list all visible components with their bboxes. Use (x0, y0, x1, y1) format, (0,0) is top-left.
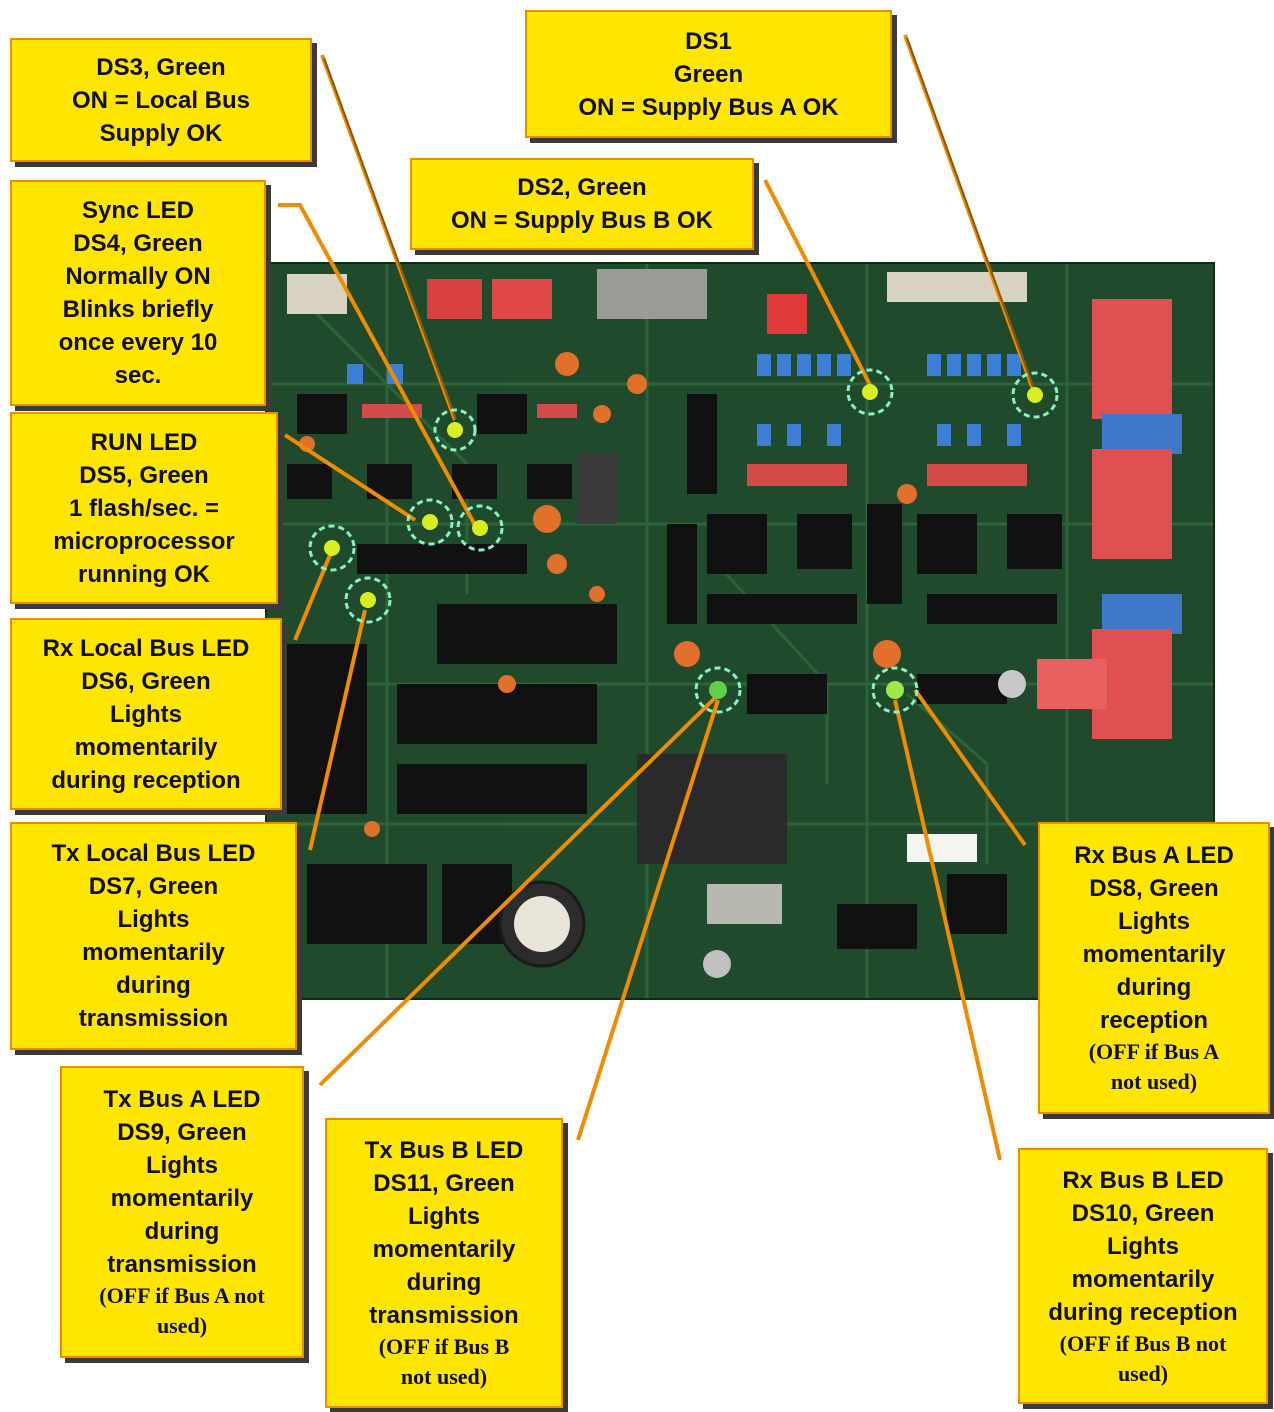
callout-line: Lights (110, 698, 182, 731)
callout-line: Lights (408, 1200, 480, 1233)
callout-line: momentarily (111, 1182, 254, 1215)
callout-line: ON = Supply Bus B OK (451, 204, 713, 237)
callout-note-line: used) (1118, 1359, 1168, 1389)
callout-note-line: (OFF if Bus B (379, 1332, 510, 1362)
callout-line: reception (1100, 1004, 1208, 1037)
callout-line: during (407, 1266, 482, 1299)
callout-line: Rx Bus A LED (1074, 839, 1234, 872)
callout-line: Normally ON (65, 260, 210, 293)
callout-line: Lights (118, 903, 190, 936)
callout-line: Lights (146, 1149, 218, 1182)
callout-note-line: (OFF if Bus B not (1060, 1329, 1227, 1359)
callout-line: DS5, Green (79, 459, 208, 492)
callout-line: Blinks briefly (63, 293, 214, 326)
callout-note-line: used) (157, 1311, 207, 1341)
callout-line: Green (674, 58, 743, 91)
callout-line: DS11, Green (373, 1167, 514, 1200)
callout-note-line: (OFF if Bus A not (99, 1281, 264, 1311)
callout-line: momentarily (1072, 1263, 1215, 1296)
callout-line: momentarily (1083, 938, 1226, 971)
callout-line: during reception (51, 764, 240, 797)
callout-line: DS3, Green (96, 51, 225, 84)
callout-line: Tx Local Bus LED (51, 837, 255, 870)
callout-line: momentarily (82, 936, 225, 969)
callout-note-line: not used) (1111, 1067, 1197, 1097)
callout-line: during (116, 969, 191, 1002)
callout-note-line: not used) (401, 1362, 487, 1392)
callout-line: transmission (369, 1299, 518, 1332)
callout-line: momentarily (75, 731, 218, 764)
callout-line: Lights (1118, 905, 1190, 938)
callout-line: running OK (78, 558, 210, 591)
callout-line: DS8, Green (1089, 872, 1218, 905)
callout-line: during (145, 1215, 220, 1248)
callout-line: Sync LED (82, 194, 194, 227)
callout-line: momentarily (373, 1233, 516, 1266)
callout-line: DS2, Green (517, 171, 646, 204)
callout-note-line: (OFF if Bus A (1089, 1037, 1220, 1067)
callout-line: once every 10 (59, 326, 218, 359)
callout-line: during reception (1048, 1296, 1237, 1329)
callout-line: transmission (79, 1002, 228, 1035)
callout-line: ON = Supply Bus A OK (578, 91, 838, 124)
callout-line: ON = Local Bus (72, 84, 250, 117)
callout-line: Lights (1107, 1230, 1179, 1263)
callout-line: sec. (115, 359, 162, 392)
callout-line: DS6, Green (81, 665, 210, 698)
callout-line: Supply OK (100, 117, 223, 150)
callout-line: RUN LED (91, 426, 198, 459)
callout-line: during (1117, 971, 1192, 1004)
callout-line: DS7, Green (89, 870, 218, 903)
callout-line: DS1 (685, 25, 732, 58)
callout-line: transmission (107, 1248, 256, 1281)
callout-line: DS10, Green (1072, 1197, 1215, 1230)
callout-line: Tx Bus B LED (365, 1134, 524, 1167)
callout-line: DS9, Green (117, 1116, 246, 1149)
callout-line: microprocessor (53, 525, 234, 558)
callout-line: 1 flash/sec. = (69, 492, 219, 525)
callout-line: DS4, Green (73, 227, 202, 260)
callout-line: Tx Bus A LED (104, 1083, 261, 1116)
callout-line: Rx Local Bus LED (43, 632, 250, 665)
callout-line: Rx Bus B LED (1062, 1164, 1223, 1197)
